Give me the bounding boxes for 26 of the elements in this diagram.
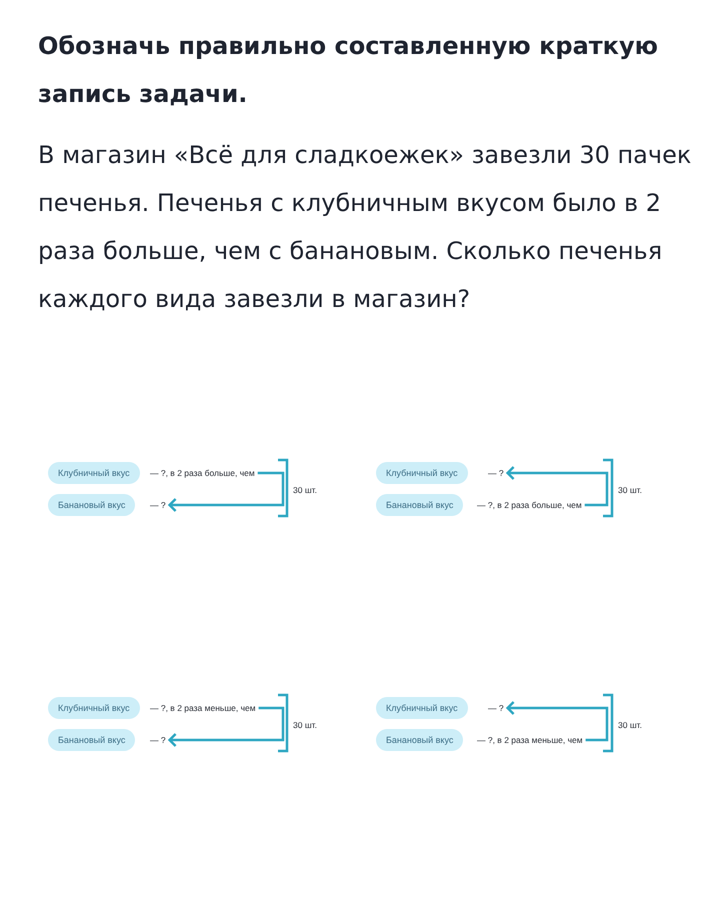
quantity-text: — ? bbox=[488, 701, 504, 715]
quantity-text: — ?, в 2 раза больше, чем bbox=[150, 466, 255, 480]
arrow bbox=[506, 700, 608, 742]
quantity-text: — ? bbox=[150, 498, 166, 512]
category-pill: Банановый вкус bbox=[376, 494, 464, 516]
quantity-text: — ?, в 2 раза меньше, чем bbox=[477, 733, 583, 747]
problem-text: В магазин «Всё для сладкоежек» завезли 30 пачек печенья. Печенья с клубничным вкусом было в 2 раза больше, чем с банановым. Сколько печенья каждого вида завезли в магазин? bbox=[38, 140, 692, 315]
category-pill: Клубничный вкус bbox=[376, 697, 468, 719]
total-label: 30 шт. bbox=[293, 719, 317, 731]
total-label: 30 шт. bbox=[618, 719, 642, 731]
quantity-text: — ?, в 2 раза больше, чем bbox=[477, 498, 582, 512]
arrow bbox=[168, 472, 284, 512]
heading: Обозначь правильно составленную краткую запись задачи. bbox=[38, 31, 659, 110]
quantity-text: — ?, в 2 раза меньше, чем bbox=[150, 701, 256, 715]
category-pill: Клубничный вкус bbox=[48, 697, 140, 719]
quantity-text: — ? bbox=[150, 733, 166, 747]
arrow bbox=[168, 706, 284, 748]
quantity-text: — ? bbox=[488, 466, 504, 480]
category-pill: Клубничный вкус bbox=[376, 462, 468, 484]
total-label: 30 шт. bbox=[293, 484, 317, 496]
total-label: 30 шт. bbox=[618, 484, 642, 496]
category-pill: Банановый вкус bbox=[48, 494, 136, 516]
category-pill: Банановый вкус bbox=[376, 729, 464, 751]
category-pill: Клубничный вкус bbox=[48, 462, 140, 484]
category-pill: Банановый вкус bbox=[48, 729, 136, 751]
arrow bbox=[506, 466, 608, 506]
